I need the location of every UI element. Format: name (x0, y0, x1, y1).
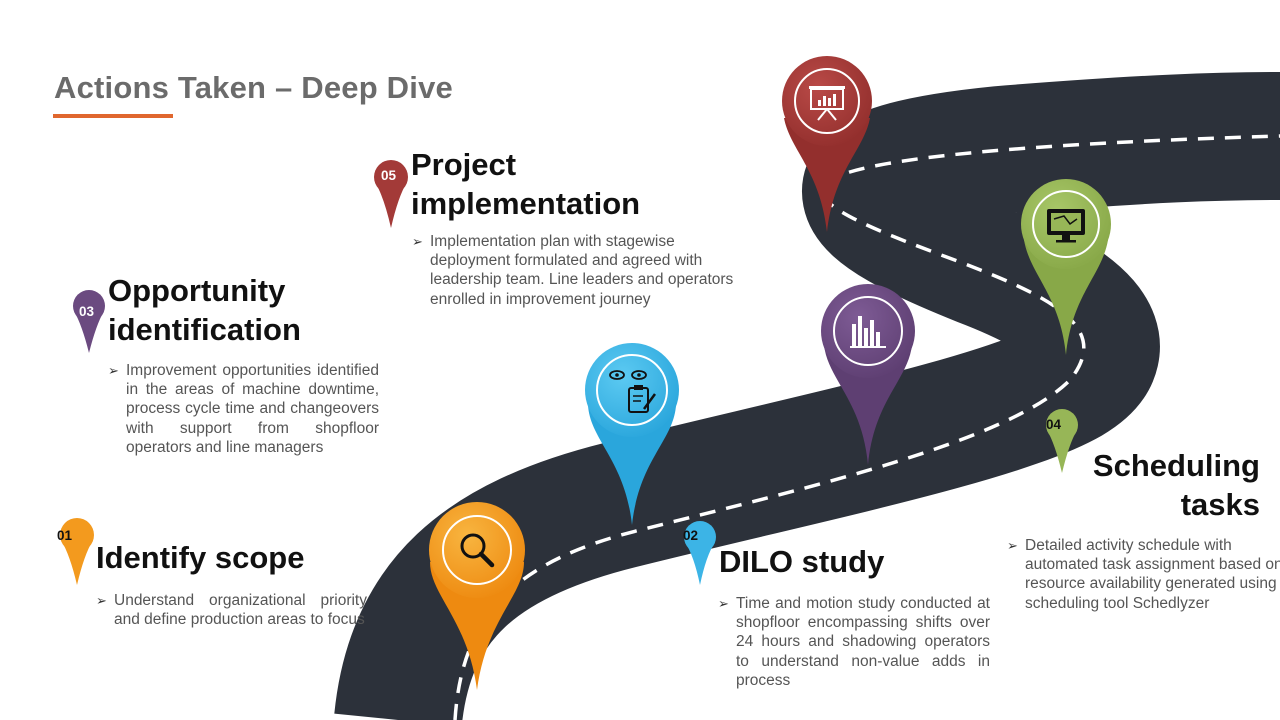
pin-03-large (821, 284, 915, 465)
step-04-description: ➢ Detailed activity schedule with automa… (1007, 536, 1280, 613)
pin-04-large (1021, 179, 1111, 355)
small-pin-01 (60, 518, 94, 585)
small-pin-05 (374, 160, 408, 228)
step-number-04: 04 (1046, 417, 1062, 432)
step-03-heading-line-2: identification (108, 312, 301, 347)
step-02-description-text: Time and motion study conducted at shopf… (736, 595, 990, 689)
step-04-heading-line-2: tasks (1180, 487, 1260, 522)
step-04-heading: Scheduling tasks (1060, 446, 1260, 524)
slide-title: Actions Taken – Deep Dive (54, 70, 453, 105)
step-04-description-text: Detailed activity schedule with automate… (1025, 537, 1280, 612)
small-pin-02 (684, 521, 716, 585)
step-05-heading-line-2: implementation (411, 186, 641, 221)
step-01-description: ➢ Understand organizational priority and… (96, 591, 367, 629)
arrow-bullet-icon: ➢ (718, 596, 729, 611)
road-center-line (453, 134, 1280, 720)
step-04-heading-line-1: Scheduling (1092, 448, 1260, 483)
small-pin-03 (73, 290, 105, 353)
pin-02-large (585, 343, 679, 525)
pin-01-large (429, 502, 525, 690)
step-03-heading-line-1: Opportunity (108, 273, 286, 308)
magnifier-icon (460, 533, 495, 568)
arrow-bullet-icon: ➢ (1007, 538, 1018, 553)
title-underline (53, 114, 173, 118)
step-03-heading: Opportunity identification (108, 271, 301, 349)
presentation-board-icon (809, 86, 845, 121)
step-01-description-text: Understand organizational priority and d… (114, 592, 367, 629)
step-02-description: ➢ Time and motion study conducted at sho… (718, 594, 990, 690)
pin-05-large (782, 56, 872, 232)
step-05-heading-line-1: Project (411, 147, 517, 182)
step-number-01: 01 (57, 528, 73, 543)
step-05-heading: Project implementation (411, 145, 640, 223)
arrow-bullet-icon: ➢ (412, 234, 423, 249)
step-03-description: ➢ Improvement opportunities identified i… (108, 361, 379, 457)
arrow-bullet-icon: ➢ (108, 363, 119, 378)
step-01-heading: Identify scope (96, 540, 305, 575)
monitor-icon (1047, 209, 1085, 243)
step-number-05: 05 (381, 168, 397, 183)
step-number-02: 02 (683, 528, 699, 543)
small-pin-04 (1046, 409, 1078, 473)
step-03-description-text: Improvement opportunities identified in … (126, 362, 379, 456)
step-05-description-text: Implementation plan with stagewise deplo… (430, 233, 734, 308)
bar-chart-icon (850, 316, 886, 348)
arrow-bullet-icon: ➢ (96, 593, 107, 608)
eyes-clipboard-icon (609, 370, 657, 413)
step-02-heading: DILO study (719, 544, 885, 579)
step-05-description: ➢ Implementation plan with stagewise dep… (412, 232, 750, 309)
step-number-03: 03 (79, 304, 95, 319)
